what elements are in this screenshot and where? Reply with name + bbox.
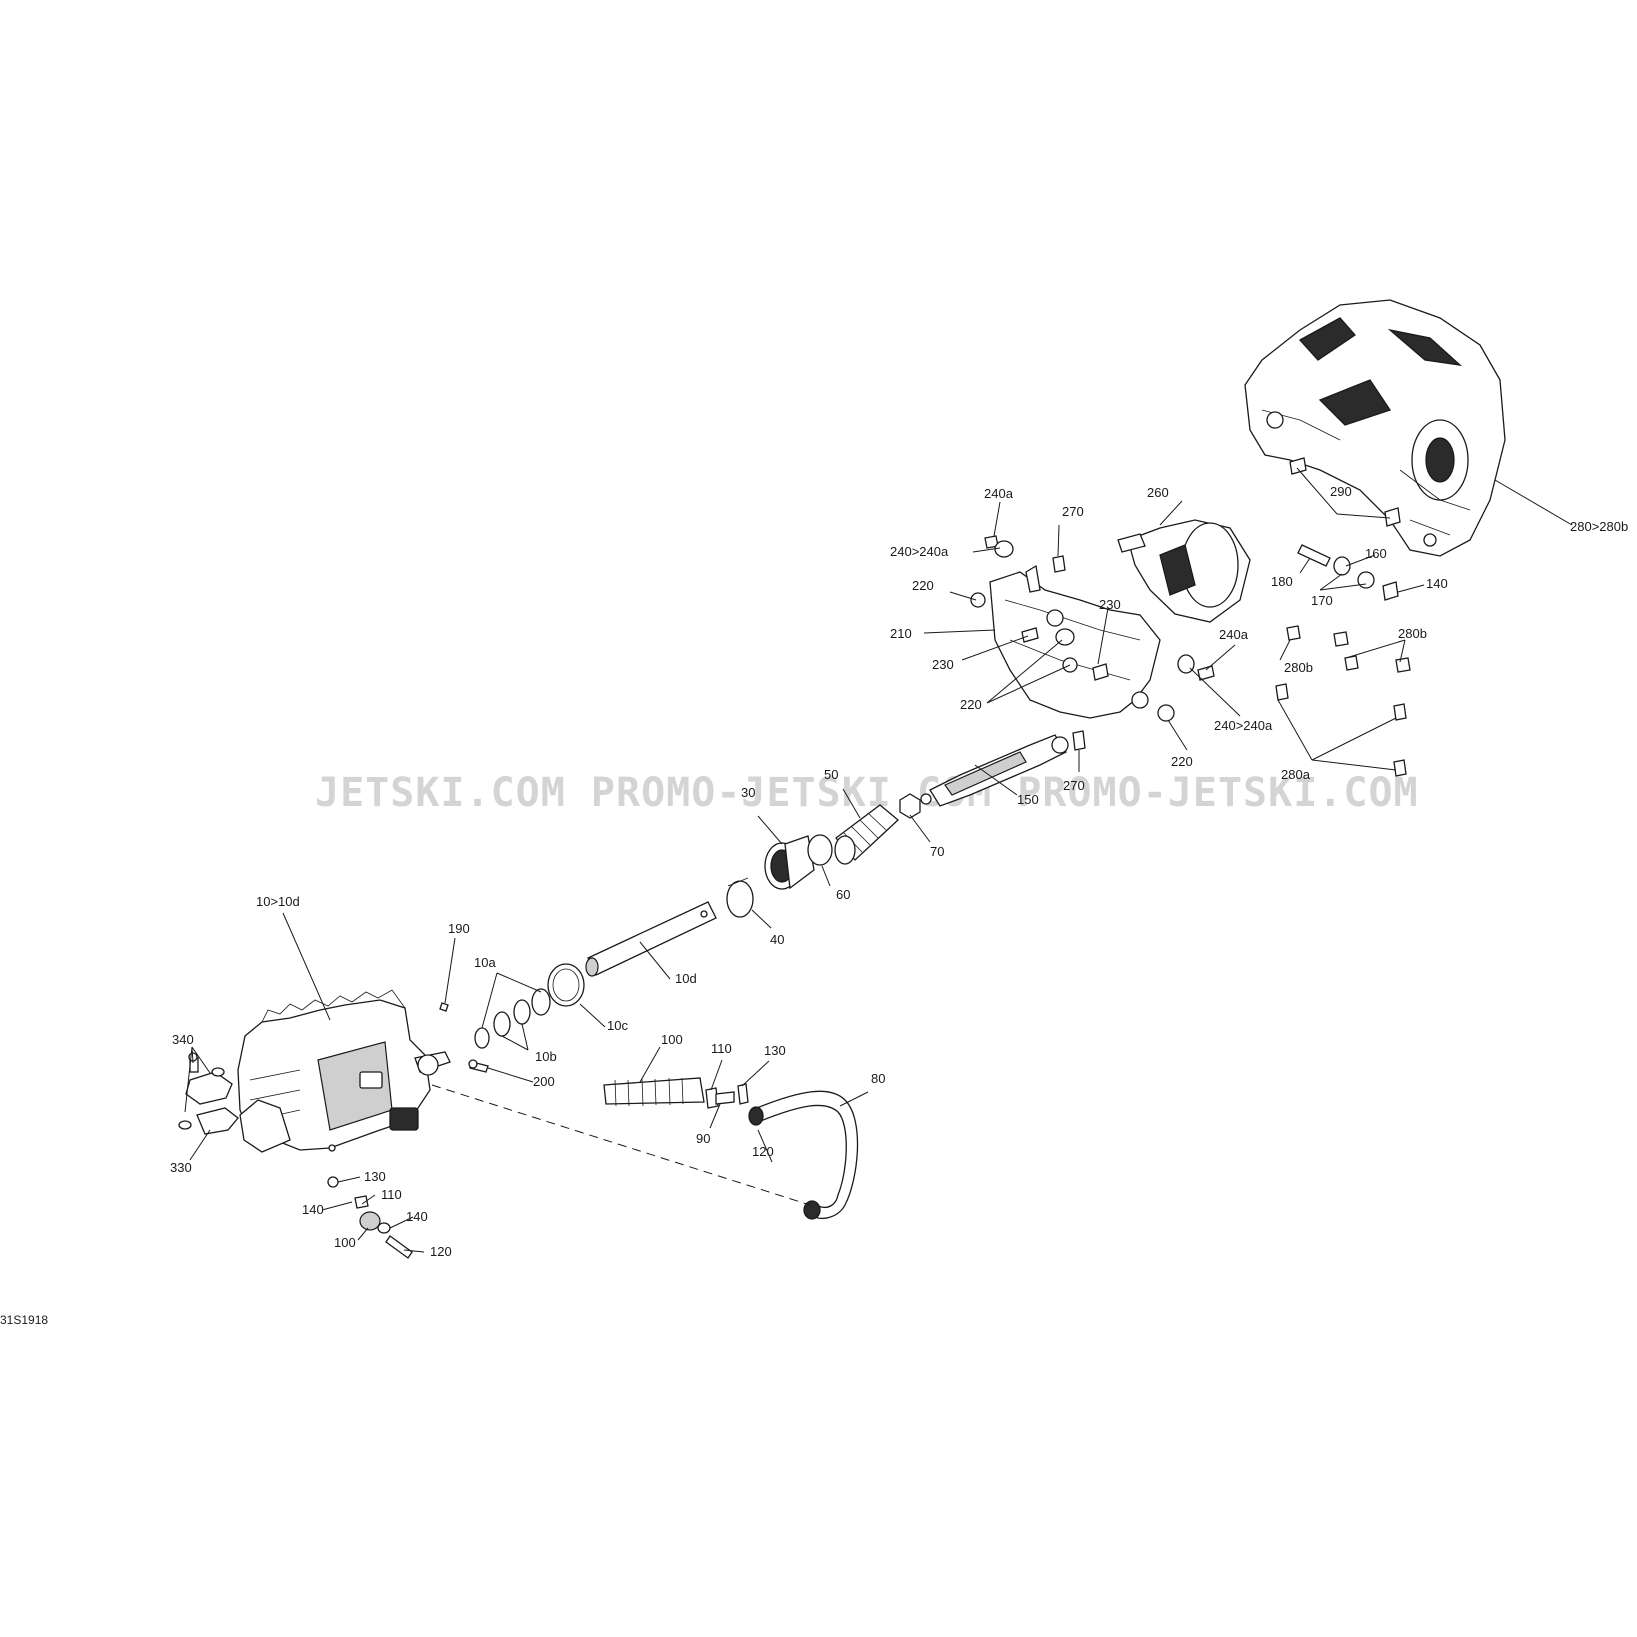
- nut-30-part: [764, 835, 815, 890]
- callout-10a: 10a: [474, 955, 496, 970]
- callout-10b: 10b: [535, 1049, 557, 1064]
- callout-130-lower: 130: [364, 1169, 386, 1184]
- small-fasteners-part: [439, 1002, 489, 1073]
- callout-280b-right: 280b: [1398, 626, 1427, 641]
- callout-280b-left: 280b: [1284, 660, 1313, 675]
- nut-70-part: [899, 793, 932, 819]
- callout-labels: 10>10d 190 10a 10b 10c 10d 200 340 330 1…: [170, 484, 1628, 1259]
- cover-280-part: [1244, 299, 1506, 557]
- callout-240a-top: 240a: [984, 486, 1014, 501]
- bracket-210-part: [989, 564, 1161, 719]
- callout-280a: 280a: [1281, 767, 1311, 782]
- callout-230-left: 230: [932, 657, 954, 672]
- callout-260: 260: [1147, 485, 1169, 500]
- callout-240-240a-right: 240>240a: [1214, 718, 1273, 733]
- callout-190: 190: [448, 921, 470, 936]
- callout-120-fitting: 120: [752, 1144, 774, 1159]
- callout-240a-right: 240a: [1219, 627, 1249, 642]
- callout-140-right: 140: [1426, 576, 1448, 591]
- callout-160: 160: [1365, 546, 1387, 561]
- callout-70: 70: [930, 844, 944, 859]
- callout-330: 330: [170, 1160, 192, 1175]
- housing-assembly-part: [237, 989, 451, 1153]
- callout-340: 340: [172, 1032, 194, 1047]
- hose-80-part: [748, 1090, 859, 1220]
- callout-290: 290: [1330, 484, 1352, 499]
- watermark: JETSKI.COM PROMO-JETSKI.COM PROMO-JETSKI…: [315, 770, 1419, 816]
- callout-280-280b: 280>280b: [1570, 519, 1628, 534]
- callout-140-lower-left: 140: [302, 1202, 324, 1217]
- callout-150: 150: [1017, 792, 1039, 807]
- callout-210: 210: [890, 626, 912, 641]
- callout-10c: 10c: [607, 1018, 628, 1033]
- callout-220-middle: 220: [960, 697, 982, 712]
- callout-140-lower-right: 140: [406, 1209, 428, 1224]
- callout-100-lower: 100: [334, 1235, 356, 1250]
- callout-90: 90: [696, 1131, 710, 1146]
- leader-lines: [184, 467, 1573, 1253]
- callout-10-10d: 10>10d: [256, 894, 300, 909]
- arm-150-part: [929, 734, 1069, 807]
- callout-200: 200: [533, 1074, 555, 1089]
- callout-100-boot: 100: [661, 1032, 683, 1047]
- bracket-fasteners-part: [970, 535, 1215, 751]
- callout-110-fitting: 110: [711, 1041, 732, 1056]
- center-line: [431, 1084, 811, 1206]
- o-rings-part: [474, 988, 551, 1049]
- callout-270-bottom: 270: [1063, 778, 1085, 793]
- clamp-40-part: [726, 877, 754, 918]
- bracket-hardware-part: [178, 1052, 239, 1135]
- callout-30: 30: [741, 785, 755, 800]
- callout-130-fitting: 130: [764, 1043, 786, 1058]
- tube-10d-part: [585, 901, 717, 977]
- cover-fasteners-part: [1275, 457, 1411, 777]
- figure-code: 31S1918: [0, 1313, 48, 1327]
- callout-80: 80: [871, 1071, 885, 1086]
- callout-230-right: 230: [1099, 597, 1121, 612]
- ring-10c-part: [547, 963, 585, 1007]
- callout-40: 40: [770, 932, 784, 947]
- nozzle-260-part: [1117, 519, 1251, 623]
- callout-10d: 10d: [675, 971, 697, 986]
- lower-fasteners-part: [327, 1176, 413, 1259]
- boot-50-part: [834, 804, 899, 865]
- clamp-60-part: [807, 834, 833, 866]
- callout-60: 60: [836, 887, 850, 902]
- callout-50: 50: [824, 767, 838, 782]
- callout-240-240a-top: 240>240a: [890, 544, 949, 559]
- callout-220-bottom: 220: [1171, 754, 1193, 769]
- boot-100-part: [603, 1077, 705, 1107]
- callout-180: 180: [1271, 574, 1293, 589]
- callout-220-top: 220: [912, 578, 934, 593]
- callout-110-lower: 110: [381, 1187, 402, 1202]
- callout-270-top: 270: [1062, 504, 1084, 519]
- callout-170: 170: [1311, 593, 1333, 608]
- callout-120-lower: 120: [430, 1244, 452, 1259]
